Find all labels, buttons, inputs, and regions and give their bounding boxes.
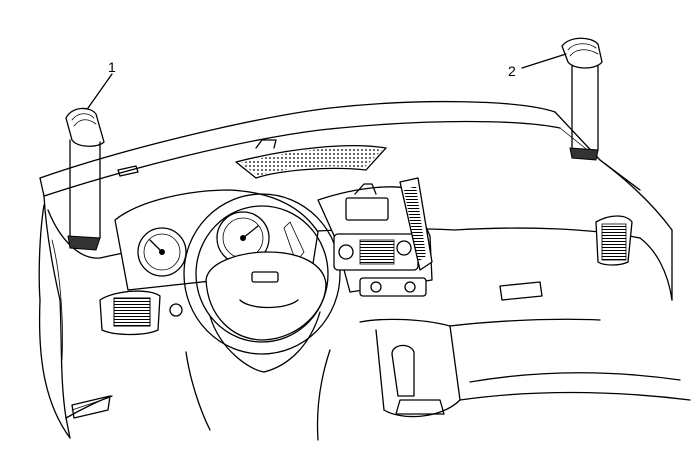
lower-left-pocket bbox=[71, 395, 111, 419]
center-air-vents bbox=[399, 177, 433, 271]
center-speaker-grille bbox=[235, 139, 387, 179]
steering-wheel bbox=[183, 193, 341, 373]
callout-leader-2 bbox=[521, 53, 567, 69]
left-dashboard-side bbox=[38, 195, 113, 439]
component-2-right-defroster-grille bbox=[561, 37, 603, 161]
center-stack bbox=[317, 183, 433, 297]
callout-label-1: 1 bbox=[108, 59, 116, 75]
component-1-left-defroster-grille bbox=[65, 107, 105, 251]
right-air-vent bbox=[595, 215, 633, 266]
callout-label-2: 2 bbox=[508, 63, 516, 79]
lower-console bbox=[359, 318, 461, 418]
right-dashboard-side bbox=[449, 227, 691, 401]
defroster-slot bbox=[117, 165, 139, 177]
steering-column bbox=[169, 303, 331, 441]
left-air-vent bbox=[99, 290, 161, 336]
callout-leader-1 bbox=[87, 73, 113, 109]
